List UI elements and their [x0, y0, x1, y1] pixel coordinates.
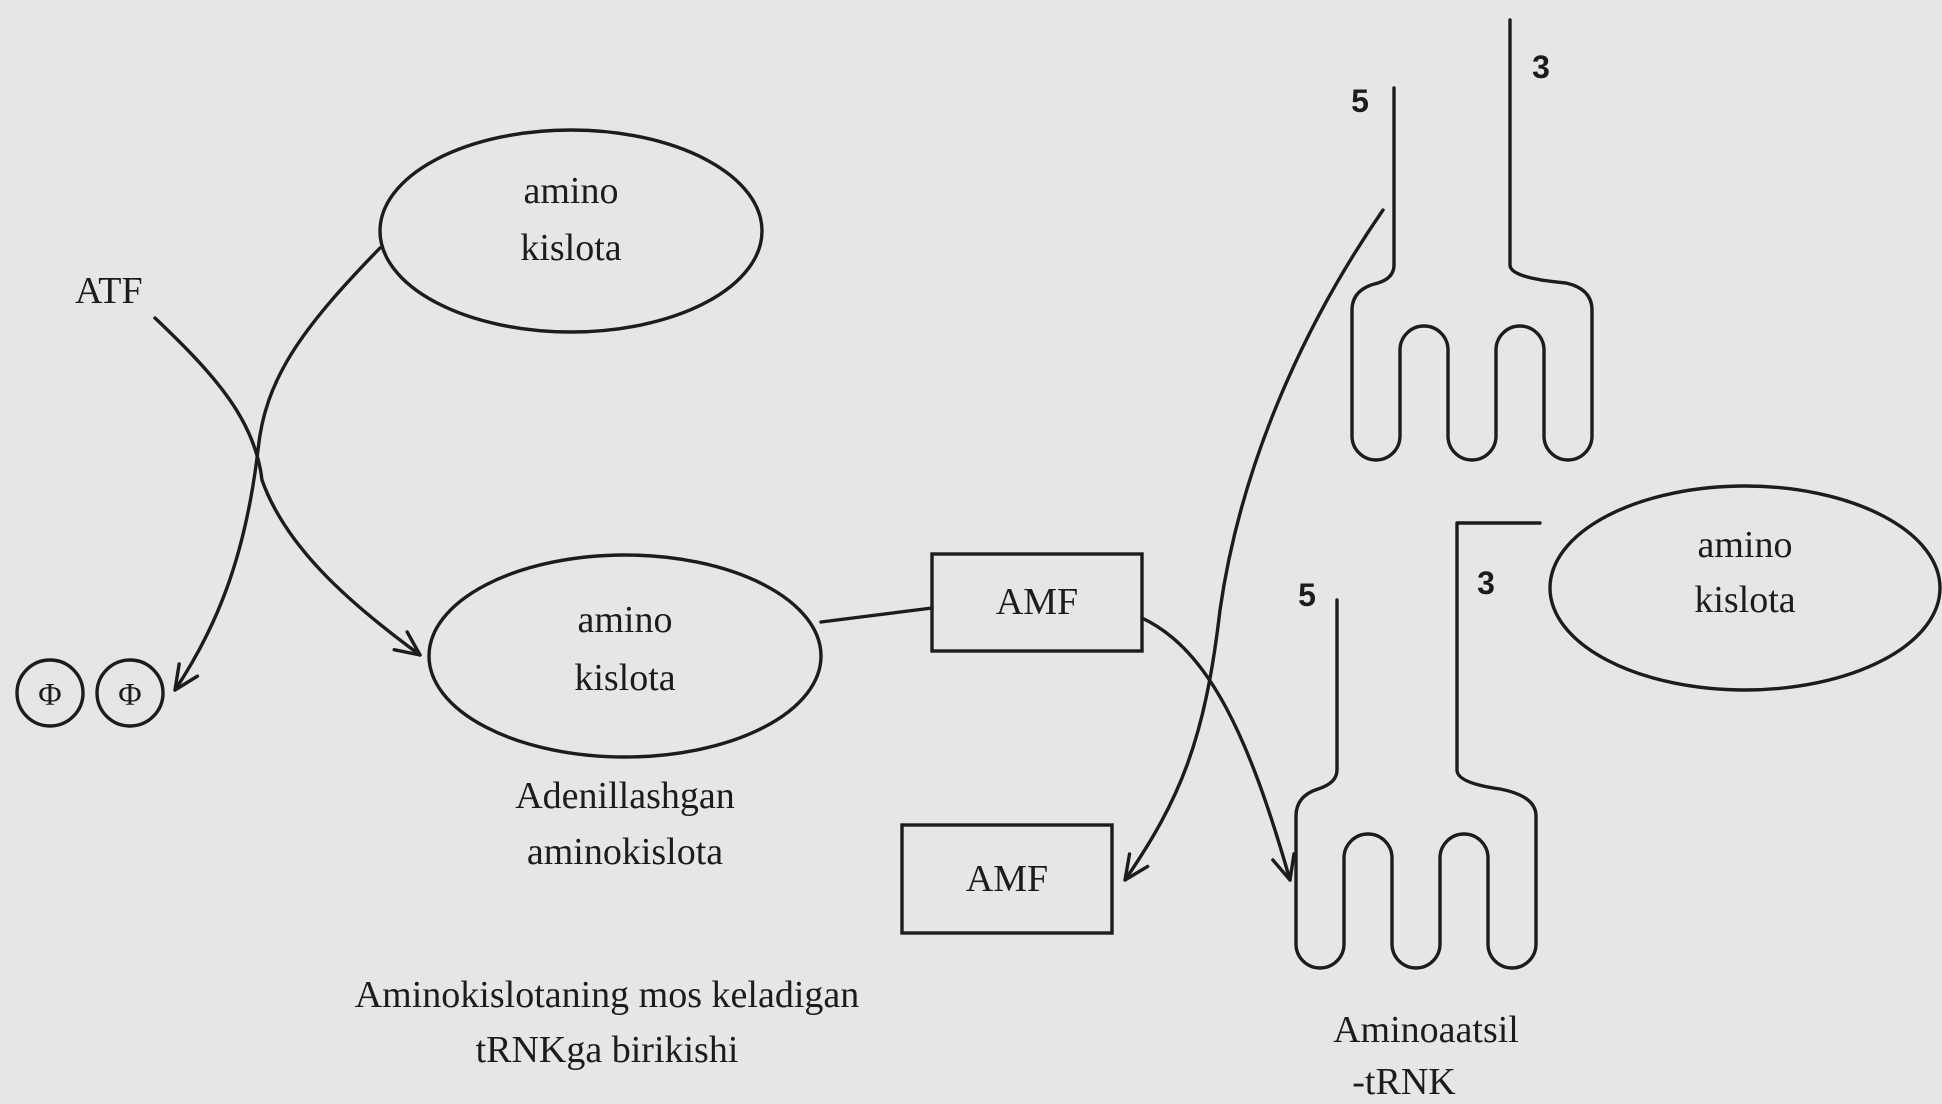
amf-top-label: AMF — [996, 581, 1078, 623]
trna-top-shape — [1350, 18, 1594, 462]
amino-acid-ellipse-right — [1548, 484, 1942, 692]
amino-right-line1: amino — [1698, 524, 1793, 566]
amf-box-top — [930, 552, 1144, 653]
phosphate-circle-left — [15, 658, 85, 728]
phosphate-symbol-left: Φ — [38, 676, 61, 712]
phosphate-circle-right — [95, 658, 165, 728]
trna-bottom-shape — [1294, 521, 1542, 970]
amino-middle-line2: kislota — [574, 657, 675, 699]
trna-top-5prime: 5 — [1351, 83, 1369, 119]
phosphate-symbol-right: Φ — [118, 676, 141, 712]
arrow-to-adenylated — [153, 316, 422, 657]
product-line2: -tRNK — [1352, 1061, 1456, 1103]
amf-box-bottom — [900, 823, 1114, 935]
amino-right-line2: kislota — [1694, 579, 1795, 621]
trna-top-3prime: 3 — [1532, 49, 1550, 85]
trna-bottom-3prime: 3 — [1477, 565, 1495, 601]
amf-bottom-label: AMF — [966, 858, 1048, 900]
atf-label: ATF — [75, 270, 143, 312]
amino-middle-line1: amino — [578, 599, 673, 641]
amino-acid-ellipse-middle — [427, 553, 823, 759]
amino-acid-ellipse-top — [378, 128, 764, 334]
amf-link-line — [819, 606, 934, 624]
caption-line2: tRNKga birikishi — [476, 1029, 739, 1071]
arrow-to-pyrophosphate — [173, 246, 382, 692]
arrow-to-amf-bottom — [1123, 208, 1385, 882]
product-line1: Aminoaatsil — [1333, 1009, 1519, 1051]
amino-top-line2: kislota — [520, 227, 621, 269]
adenylated-line1: Adenillashgan — [515, 775, 735, 817]
arrow-to-trna — [1140, 616, 1296, 882]
caption-line1: Aminokislotaning mos keladigan — [355, 974, 860, 1016]
adenylated-line2: aminokislota — [527, 831, 723, 873]
amino-top-line1: amino — [524, 170, 619, 212]
trna-bottom-5prime: 5 — [1298, 577, 1316, 613]
